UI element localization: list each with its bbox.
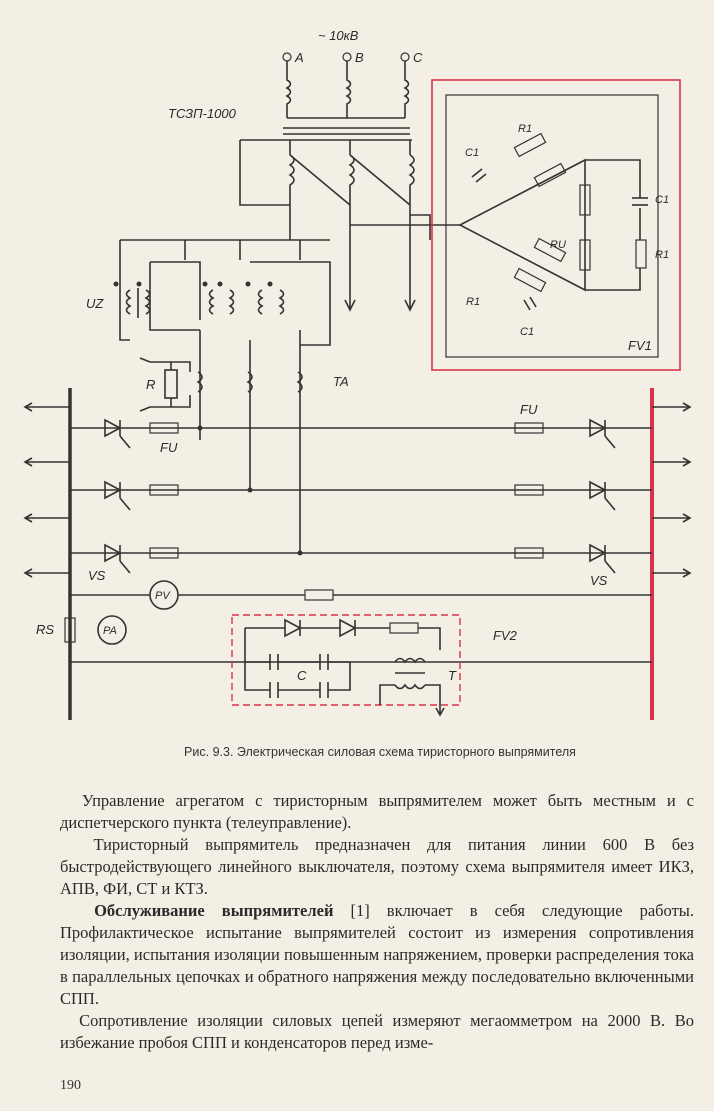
pv-label: PV <box>155 590 171 602</box>
paragraph-4-text: Сопротивление изоляции силовых цепей изм… <box>60 1011 694 1052</box>
paragraph-2-text: Тиристорный выпрямитель предназначен для… <box>60 835 695 898</box>
fu-left-label: FU <box>160 440 178 455</box>
voltage-label: ~ 10кВ <box>318 28 359 43</box>
paragraph-1: Управление агрегатом с тиристорным выпря… <box>60 790 694 834</box>
phase-c-terminal <box>400 52 410 62</box>
ru-label: RU <box>550 239 566 251</box>
t-fv2-label: T <box>448 668 457 683</box>
phase-b-terminal <box>342 52 352 62</box>
measurement-circuit: PV RS PA <box>36 580 652 663</box>
uz-label: UZ <box>86 296 104 311</box>
transformer-secondary <box>119 139 460 341</box>
c-fv2-label: C <box>297 668 307 683</box>
fv2-block: C T FV2 <box>231 614 518 717</box>
ta-label: TA <box>333 374 349 389</box>
r1-label-b: R1 <box>655 249 669 261</box>
page-number: 190 <box>60 1078 81 1093</box>
c1-label-c: C1 <box>520 326 534 338</box>
phase-a-label: A <box>294 50 304 65</box>
fv2-label: FV2 <box>493 628 518 643</box>
c1-label-b: C1 <box>655 194 669 206</box>
resistor-r <box>164 369 178 399</box>
feeder-lines <box>23 402 692 578</box>
transformer-label: ТСЗП-1000 <box>168 106 237 121</box>
body-text: Управление агрегатом с тиристорным выпря… <box>60 790 694 1054</box>
paragraph-3-bold: Обслуживание выпрямителей <box>94 901 334 920</box>
thyristor-rows: FU FU VS VS <box>70 402 652 588</box>
r1-label-a: R1 <box>518 123 532 135</box>
paragraph-1-text: Управление агрегатом с тиристорным выпря… <box>60 791 694 832</box>
vs-left-label: VS <box>88 568 106 583</box>
figure-caption: Рис. 9.3. Электрическая силовая схема ти… <box>184 745 576 759</box>
fu-right-label: FU <box>520 402 538 417</box>
current-transformers: UZ TA R <box>86 261 349 555</box>
phase-c-label: C <box>413 50 423 65</box>
paragraph-3: Обслуживание выпрямителей [1] включает в… <box>60 900 694 1010</box>
circuit-diagram: ~ 10кВ A B C ТСЗП-1000 UZ <box>23 28 692 720</box>
transformer-primary <box>283 61 410 135</box>
paragraph-2: Тиристорный выпрямитель предназначен для… <box>60 834 694 900</box>
rs-label: RS <box>36 622 54 637</box>
phase-a-terminal <box>282 52 292 62</box>
vs-right-label: VS <box>590 573 608 588</box>
pa-label: PA <box>103 625 117 637</box>
fv1-block: C1 R1 C1 R1 RU R1 C1 FV1 <box>431 79 681 371</box>
c1-label-a: C1 <box>465 147 479 159</box>
phase-b-label: B <box>355 50 364 65</box>
paragraph-3-text: [1] включает в себя следующие работы. Пр… <box>60 901 694 1008</box>
r-label: R <box>146 377 155 392</box>
paragraph-4: Сопротивление изоляции силовых цепей изм… <box>60 1010 694 1054</box>
fv1-label: FV1 <box>628 338 652 353</box>
r1-label-c: R1 <box>466 296 480 308</box>
